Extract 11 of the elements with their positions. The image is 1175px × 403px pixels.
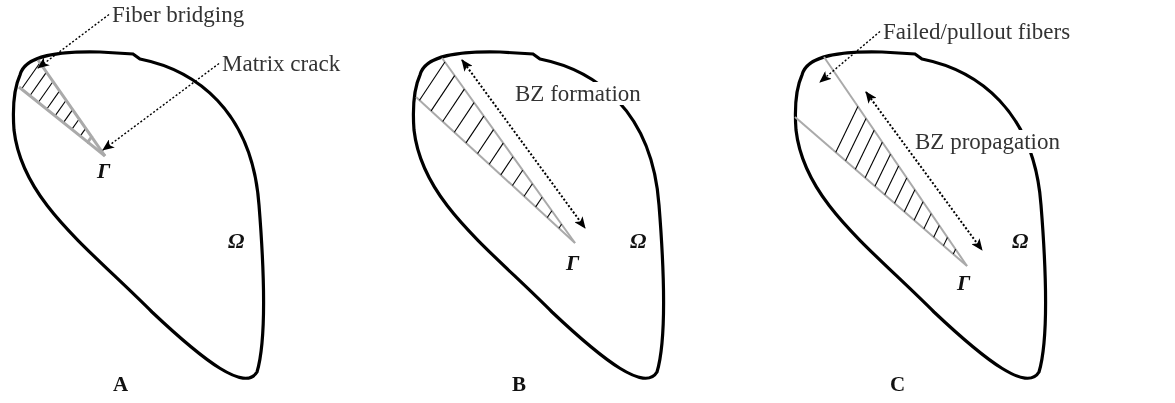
callout-text: Matrix crack — [222, 52, 341, 75]
leader-line — [819, 30, 881, 83]
leader-line — [102, 62, 220, 151]
leader-line — [37, 13, 110, 69]
hatched-zone — [18, 59, 94, 145]
callout-text: Fiber bridging — [112, 3, 245, 26]
annotation-text: BZ formation — [515, 82, 641, 105]
crack-line — [794, 56, 857, 151]
crack-line — [86, 135, 107, 158]
callout-text: Failed/pullout fibers — [883, 20, 1071, 43]
annotation-text: BZ propagation — [915, 130, 1060, 153]
